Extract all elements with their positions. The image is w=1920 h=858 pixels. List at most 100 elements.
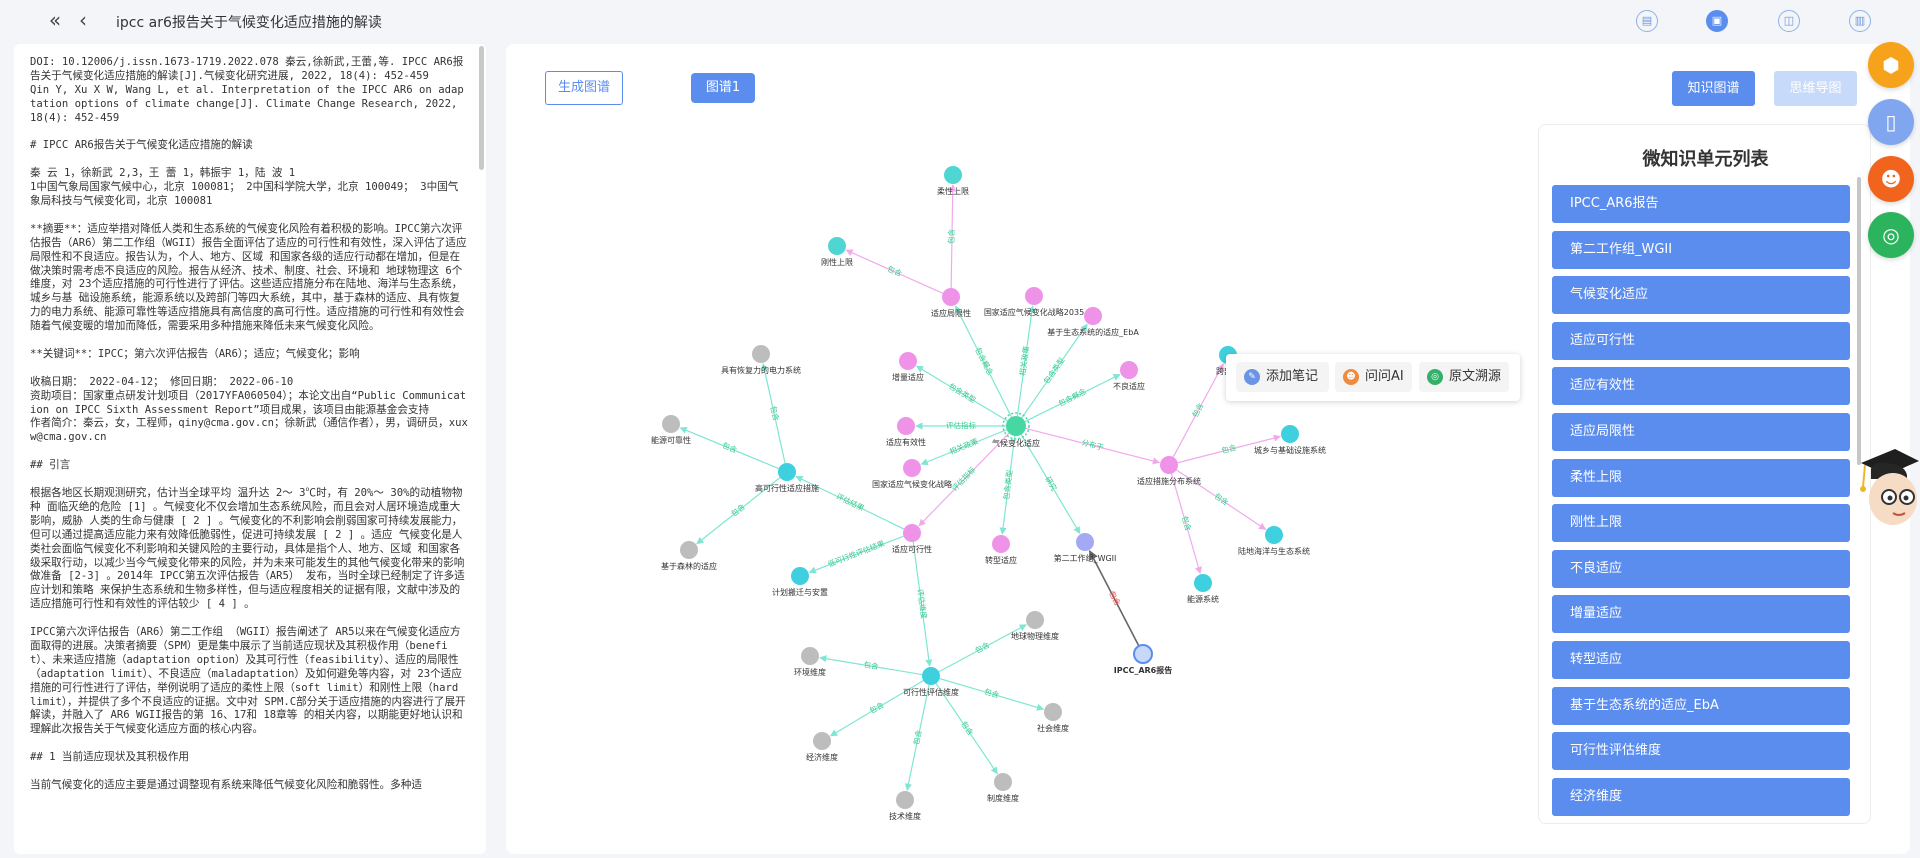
list-item[interactable]: 适应局限性 <box>1552 412 1850 451</box>
graph-edge[interactable] <box>1025 427 1161 465</box>
graph-node-label: 高可行性适应措施 <box>755 483 819 493</box>
graph-node-label: 经济维度 <box>806 752 838 762</box>
list-item[interactable]: 柔性上限 <box>1552 458 1850 497</box>
back-icon[interactable]: ‹ <box>79 8 87 32</box>
swirl-icon[interactable]: ◎ <box>1868 212 1914 258</box>
graph-edge[interactable] <box>904 684 930 791</box>
trace-source-label: 原文溯源 <box>1449 369 1502 384</box>
graph-node[interactable] <box>1133 644 1153 664</box>
graph-node[interactable] <box>1160 456 1178 474</box>
list-item[interactable]: 气候变化适应 <box>1552 276 1850 315</box>
list-item[interactable]: 不良适应 <box>1552 549 1850 588</box>
graph-node[interactable] <box>791 567 809 585</box>
graph-edge[interactable] <box>954 305 1013 418</box>
graph-edge[interactable] <box>1016 305 1036 417</box>
generate-graph-button[interactable]: 生成图谱 <box>545 71 623 105</box>
list-item[interactable]: IPCC_AR6报告 <box>1552 185 1850 223</box>
tool-icon-1[interactable]: ▤ <box>1636 10 1658 32</box>
graph-edge[interactable] <box>918 432 1010 527</box>
list-scrollbar[interactable] <box>1857 177 1861 465</box>
list-item[interactable]: 经济维度 <box>1552 777 1850 816</box>
graph-node[interactable] <box>1025 287 1043 305</box>
list-item[interactable]: 增量适应 <box>1552 595 1850 634</box>
graph-node[interactable] <box>813 732 831 750</box>
knowledge-graph-canvas[interactable]: 包含概念相关政策包含类型包含类型包含概念评估指标相关政策评估指标包含类型研究分布… <box>506 44 1526 854</box>
phone-icon[interactable]: ▯ <box>1868 99 1914 145</box>
knowledge-graph-button[interactable]: 知识图谱 <box>1672 71 1755 106</box>
back-double-icon[interactable]: « <box>48 8 62 32</box>
edge-label: 包含类型 <box>947 381 978 405</box>
document-content[interactable]: DOI: 10.12006/j.issn.1673-1719.2022.078 … <box>14 44 486 854</box>
document-scrollbar[interactable] <box>479 46 484 170</box>
tool-icon-2[interactable]: ▣ <box>1706 10 1728 32</box>
list-item[interactable]: 刚性上限 <box>1552 504 1850 543</box>
mascot-avatar-icon[interactable] <box>1853 443 1920 528</box>
graph-edge[interactable] <box>939 677 1045 711</box>
graph-edge[interactable] <box>1172 363 1224 458</box>
graph-edge[interactable] <box>679 426 779 470</box>
graph-edge[interactable] <box>999 435 1016 535</box>
robot-icon[interactable]: ☻ <box>1868 156 1914 202</box>
graph-node[interactable] <box>1076 533 1094 551</box>
mind-map-button[interactable]: 思维导图 <box>1774 71 1857 106</box>
graph-node[interactable] <box>896 791 914 809</box>
graph-node[interactable] <box>897 417 915 435</box>
graph-node[interactable] <box>1026 611 1044 629</box>
graph-edge[interactable] <box>795 475 905 530</box>
add-note-menu-item[interactable]: ✎ 添加笔记 <box>1236 362 1329 392</box>
graph-edge[interactable] <box>912 541 933 667</box>
graph-edge[interactable] <box>829 680 924 737</box>
graph-edge[interactable] <box>920 429 1007 466</box>
graph-edge[interactable] <box>1176 469 1267 530</box>
list-item[interactable]: 第二工作组_WGII <box>1552 230 1850 269</box>
graph-edge[interactable] <box>1177 434 1282 464</box>
graph-edge[interactable] <box>915 365 1008 422</box>
graph-node[interactable] <box>942 288 960 306</box>
graph-node[interactable] <box>752 345 770 363</box>
graph-edge[interactable] <box>1024 373 1121 423</box>
graph-node[interactable] <box>1006 416 1026 436</box>
graph-edge[interactable] <box>1021 323 1088 419</box>
tool-icon-4[interactable]: ▥ <box>1849 10 1871 32</box>
graph-node[interactable] <box>1194 574 1212 592</box>
graph-node[interactable] <box>778 463 796 481</box>
graph-node[interactable] <box>1265 526 1283 544</box>
graph-node[interactable] <box>1281 425 1299 443</box>
list-item[interactable]: 可行性评估维度 <box>1552 732 1850 771</box>
graph-edge[interactable] <box>845 249 944 294</box>
list-item[interactable]: 转型适应 <box>1552 640 1850 679</box>
graph-edge[interactable] <box>938 624 1027 673</box>
graph-node[interactable] <box>994 773 1012 791</box>
graph-node[interactable] <box>992 535 1010 553</box>
graph-node[interactable] <box>801 647 819 665</box>
graph-edge[interactable] <box>1170 473 1202 575</box>
graph-node[interactable] <box>1120 361 1138 379</box>
graph-node[interactable] <box>899 352 917 370</box>
graph-node[interactable] <box>828 237 846 255</box>
graph-node[interactable] <box>944 166 962 184</box>
graph-edge[interactable] <box>935 683 998 775</box>
graph-edge[interactable] <box>1088 550 1140 647</box>
graph-edge[interactable] <box>819 655 923 676</box>
graph-edge[interactable] <box>1020 434 1081 535</box>
tab-graph-1[interactable]: 图谱1 <box>691 73 755 103</box>
graph-edge[interactable] <box>949 184 957 289</box>
list-item[interactable]: 适应有效性 <box>1552 367 1850 406</box>
graph-node[interactable] <box>680 541 698 559</box>
knowledge-unit-list[interactable]: IPCC_AR6报告第二工作组_WGII 气候变化适应适应可行性适应有效性适应局限… <box>1552 185 1850 823</box>
graph-edge[interactable] <box>808 535 904 574</box>
list-item[interactable]: 基于生态系统的适应_EbA <box>1552 686 1850 725</box>
graph-edge[interactable] <box>696 477 781 545</box>
graph-node[interactable] <box>903 459 921 477</box>
graph-node[interactable] <box>662 415 680 433</box>
graph-node[interactable] <box>1044 703 1062 721</box>
cube-icon[interactable]: ⬢ <box>1868 42 1914 88</box>
graph-node[interactable] <box>922 667 940 685</box>
list-item[interactable]: 适应可行性 <box>1552 321 1850 360</box>
trace-source-menu-item[interactable]: ◎ 原文溯源 <box>1419 362 1509 392</box>
graph-node[interactable] <box>1084 307 1102 325</box>
ask-ai-menu-item[interactable]: ☻ 问问AI <box>1335 362 1412 392</box>
graph-edge[interactable] <box>761 363 786 464</box>
tool-icon-3[interactable]: ◫ <box>1778 10 1800 32</box>
graph-node[interactable] <box>903 524 921 542</box>
